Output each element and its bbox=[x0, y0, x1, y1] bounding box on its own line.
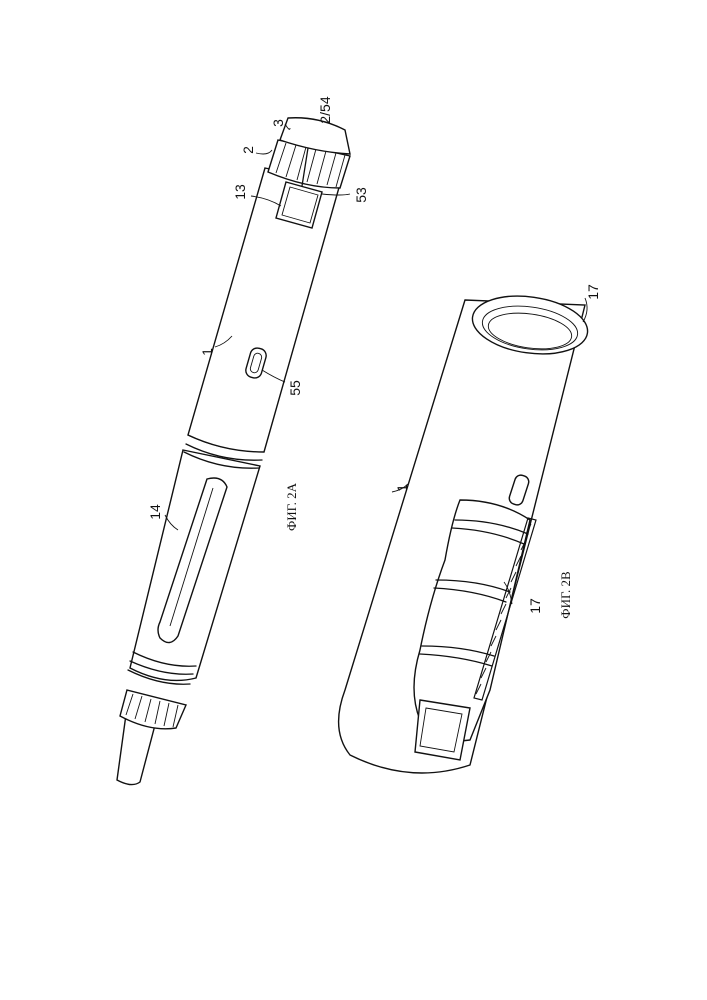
label-14: 14 bbox=[147, 504, 163, 520]
label-13: 13 bbox=[232, 184, 248, 200]
label-17-mid: 17 bbox=[527, 598, 543, 614]
label-1-fig-a: 1 bbox=[199, 348, 215, 356]
label-17-top: 17 bbox=[585, 284, 601, 300]
figure-2b-housing-cutaway bbox=[339, 289, 592, 773]
label-53: 53 bbox=[353, 187, 369, 203]
caption-fig-2a: ФИГ. 2А bbox=[284, 482, 299, 531]
label-2: 2 bbox=[240, 146, 256, 154]
housing-bottom-window bbox=[415, 700, 470, 760]
figure-2a-pen-injector bbox=[117, 118, 350, 785]
label-1-fig-b: 1 bbox=[394, 484, 410, 492]
caption-fig-2b: ФИГ. 2В bbox=[558, 571, 573, 619]
label-3: 3 bbox=[270, 119, 286, 127]
label-55: 55 bbox=[287, 380, 303, 396]
page-number: 2/54 bbox=[317, 96, 333, 123]
